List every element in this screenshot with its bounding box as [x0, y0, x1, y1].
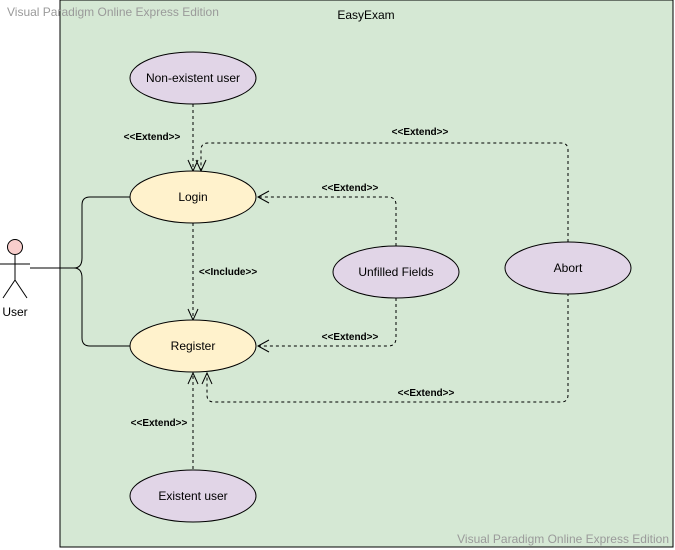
svg-text:Unfilled Fields: Unfilled Fields [358, 265, 433, 279]
svg-text:Non-existent user: Non-existent user [146, 71, 240, 85]
usecase-login[interactable]: Login [129, 170, 257, 224]
association-user-login [30, 196, 131, 269]
svg-text:Existent user: Existent user [158, 489, 227, 503]
association-user-register [30, 267, 131, 347]
label-extend-abort-login: <<Extend>> [392, 127, 449, 138]
svg-text:Abort: Abort [554, 261, 583, 275]
label-extend-existent-register: <<Extend>> [131, 418, 188, 429]
actor-user[interactable]: User [0, 239, 30, 320]
svg-text:Register: Register [171, 339, 216, 353]
label-include-login-register: <<Include>> [199, 267, 258, 278]
arrowhead-unfilled-register [256, 339, 270, 353]
system-title: EasyExam [337, 8, 394, 22]
watermark-top: Visual Paradigm Online Express Edition [7, 5, 219, 19]
usecase-register[interactable]: Register [129, 319, 257, 373]
edge-abort-register [206, 293, 569, 403]
arrowhead-unfilled-login [256, 190, 270, 204]
usecase-non-existent-user[interactable]: Non-existent user [129, 51, 257, 105]
usecase-unfilled-fields[interactable]: Unfilled Fields [332, 245, 460, 299]
arrowhead-abort-register [201, 371, 213, 385]
arrowhead-existent-register [187, 371, 199, 385]
label-extend-unfilled-register: <<Extend>> [322, 332, 379, 343]
actor-head [7, 239, 23, 255]
actor-label: User [2, 305, 27, 319]
watermark-bottom: Visual Paradigm Online Express Edition [457, 532, 669, 546]
edge-abort-login [200, 142, 569, 242]
usecase-existent-user[interactable]: Existent user [129, 469, 257, 523]
label-extend-nonexistent-login: <<Extend>> [124, 132, 181, 143]
usecase-abort[interactable]: Abort [504, 241, 632, 295]
label-extend-abort-register: <<Extend>> [398, 388, 455, 399]
label-extend-unfilled-login: <<Extend>> [322, 183, 379, 194]
svg-text:Login: Login [178, 190, 207, 204]
